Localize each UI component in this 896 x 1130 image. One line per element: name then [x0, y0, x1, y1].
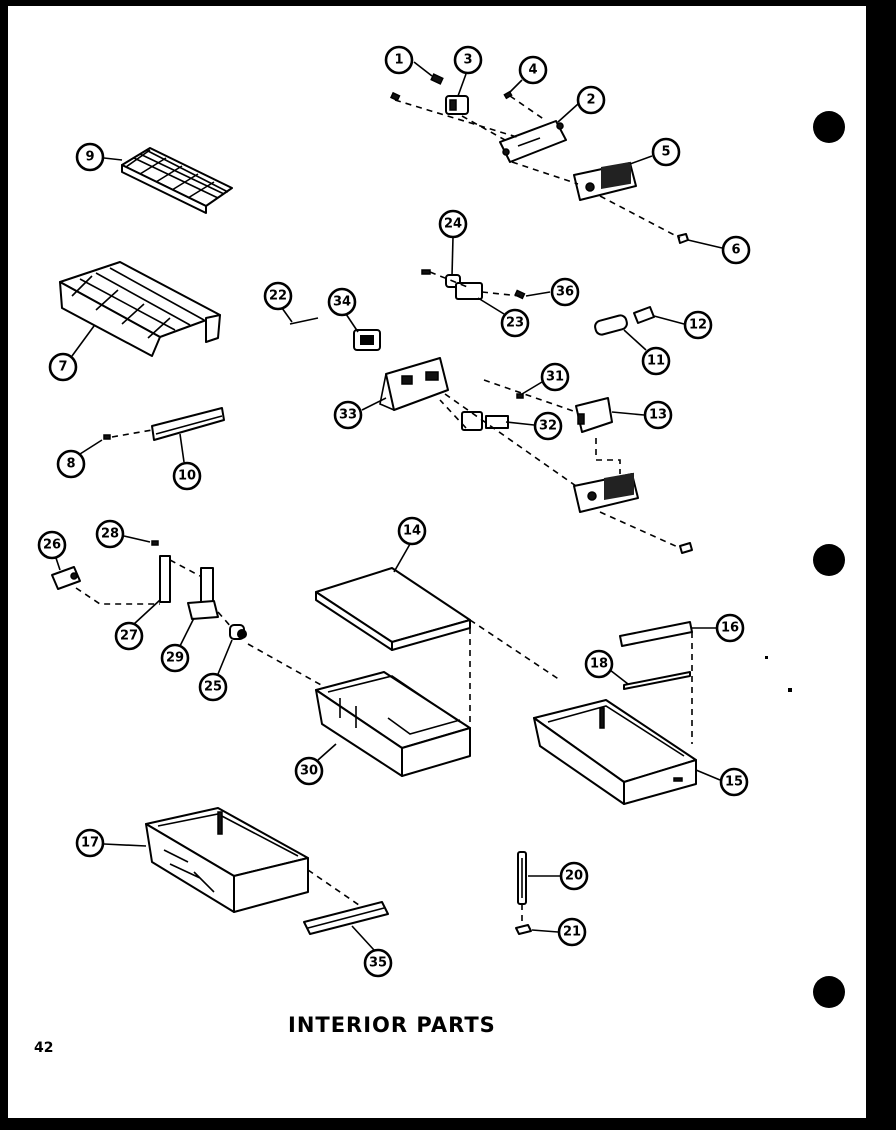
crisper-drawer-bottom	[145, 807, 373, 915]
callout-36: 36	[525, 277, 580, 307]
svg-text:21: 21	[563, 925, 581, 940]
svg-text:1: 1	[394, 53, 403, 68]
callout-5: 5	[629, 137, 681, 167]
svg-text:24: 24	[444, 217, 462, 232]
svg-text:35: 35	[369, 956, 387, 971]
svg-text:33: 33	[339, 408, 357, 423]
binder-hole-bottom	[813, 976, 845, 1008]
svg-text:14: 14	[403, 524, 421, 539]
callout-14: 14	[393, 516, 427, 573]
drawer-rails	[469, 619, 693, 744]
svg-text:20: 20	[565, 869, 583, 884]
callout-34: 34	[327, 287, 359, 333]
post-and-clip	[515, 851, 532, 935]
svg-text:29: 29	[166, 651, 184, 666]
bracket-parts	[51, 540, 331, 691]
svg-text:6: 6	[731, 243, 740, 258]
callout-28: 28	[95, 519, 151, 549]
svg-text:7: 7	[58, 360, 67, 375]
svg-text:22: 22	[269, 289, 287, 304]
svg-text:27: 27	[120, 629, 138, 644]
callout-9: 9	[75, 142, 123, 172]
callout-24: 24	[438, 209, 468, 277]
svg-text:3: 3	[463, 53, 472, 68]
shelf-rail	[103, 407, 225, 441]
bottom-rail	[303, 901, 389, 935]
callout-23: 23	[477, 297, 530, 338]
callout-20: 20	[528, 861, 589, 891]
svg-text:8: 8	[66, 457, 75, 472]
ice-cube-tray	[121, 147, 233, 214]
crisper-drawer-left	[315, 671, 471, 777]
callout-33: 33	[333, 397, 387, 430]
callout-8: 8	[56, 439, 103, 479]
svg-text:10: 10	[178, 469, 196, 484]
callout-32: 32	[505, 411, 563, 441]
svg-text:34: 34	[333, 295, 351, 310]
svg-text:32: 32	[539, 419, 557, 434]
svg-text:16: 16	[721, 621, 739, 636]
callout-15: 15	[695, 767, 749, 797]
binder-hole-top	[813, 111, 845, 143]
diagram-title: INTERIOR PARTS	[288, 1013, 496, 1037]
svg-text:13: 13	[649, 408, 667, 423]
svg-text:17: 17	[81, 836, 99, 851]
callout-12: 12	[653, 310, 713, 340]
callout-27: 27	[114, 599, 161, 651]
callout-10: 10	[172, 433, 202, 491]
callout-35: 35	[351, 925, 393, 978]
svg-text:25: 25	[204, 680, 222, 695]
callout-22: 22	[263, 281, 293, 323]
page-number: 42	[34, 1040, 53, 1056]
svg-text:30: 30	[300, 764, 318, 779]
callout-4: 4	[509, 55, 548, 93]
svg-text:4: 4	[528, 63, 537, 78]
callout-11: 11	[623, 329, 671, 376]
svg-text:26: 26	[43, 538, 61, 553]
callout-16: 16	[692, 613, 745, 643]
callout-1: 1	[384, 45, 433, 77]
svg-text:23: 23	[506, 316, 524, 331]
callout-13: 13	[611, 400, 673, 430]
svg-text:5: 5	[661, 145, 670, 160]
svg-text:28: 28	[101, 527, 119, 542]
freezer-shelf	[59, 261, 221, 357]
callout-18: 18	[584, 649, 629, 685]
svg-text:11: 11	[647, 354, 665, 369]
callout-21: 21	[531, 917, 587, 947]
svg-text:2: 2	[586, 93, 595, 108]
callout-29: 29	[160, 617, 195, 673]
upper-control-parts	[390, 73, 689, 244]
crisper-drawer-right	[533, 699, 697, 805]
callout-30: 30	[294, 743, 337, 786]
callout-2: 2	[557, 85, 606, 123]
callout-25: 25	[198, 639, 233, 702]
svg-text:31: 31	[546, 370, 564, 385]
callout-7: 7	[48, 325, 95, 382]
callout-17: 17	[75, 828, 147, 858]
callout-3: 3	[453, 45, 483, 97]
binder-hole-middle	[813, 544, 845, 576]
svg-text:36: 36	[556, 285, 574, 300]
svg-text:15: 15	[725, 775, 743, 790]
callout-6: 6	[687, 235, 751, 265]
callout-31: 31	[521, 362, 570, 395]
callout-26: 26	[37, 530, 67, 571]
diagram-sheet	[8, 6, 866, 1118]
svg-text:18: 18	[590, 657, 608, 672]
svg-text:12: 12	[689, 318, 707, 333]
middle-control-parts	[289, 269, 693, 554]
svg-text:9: 9	[85, 150, 94, 165]
